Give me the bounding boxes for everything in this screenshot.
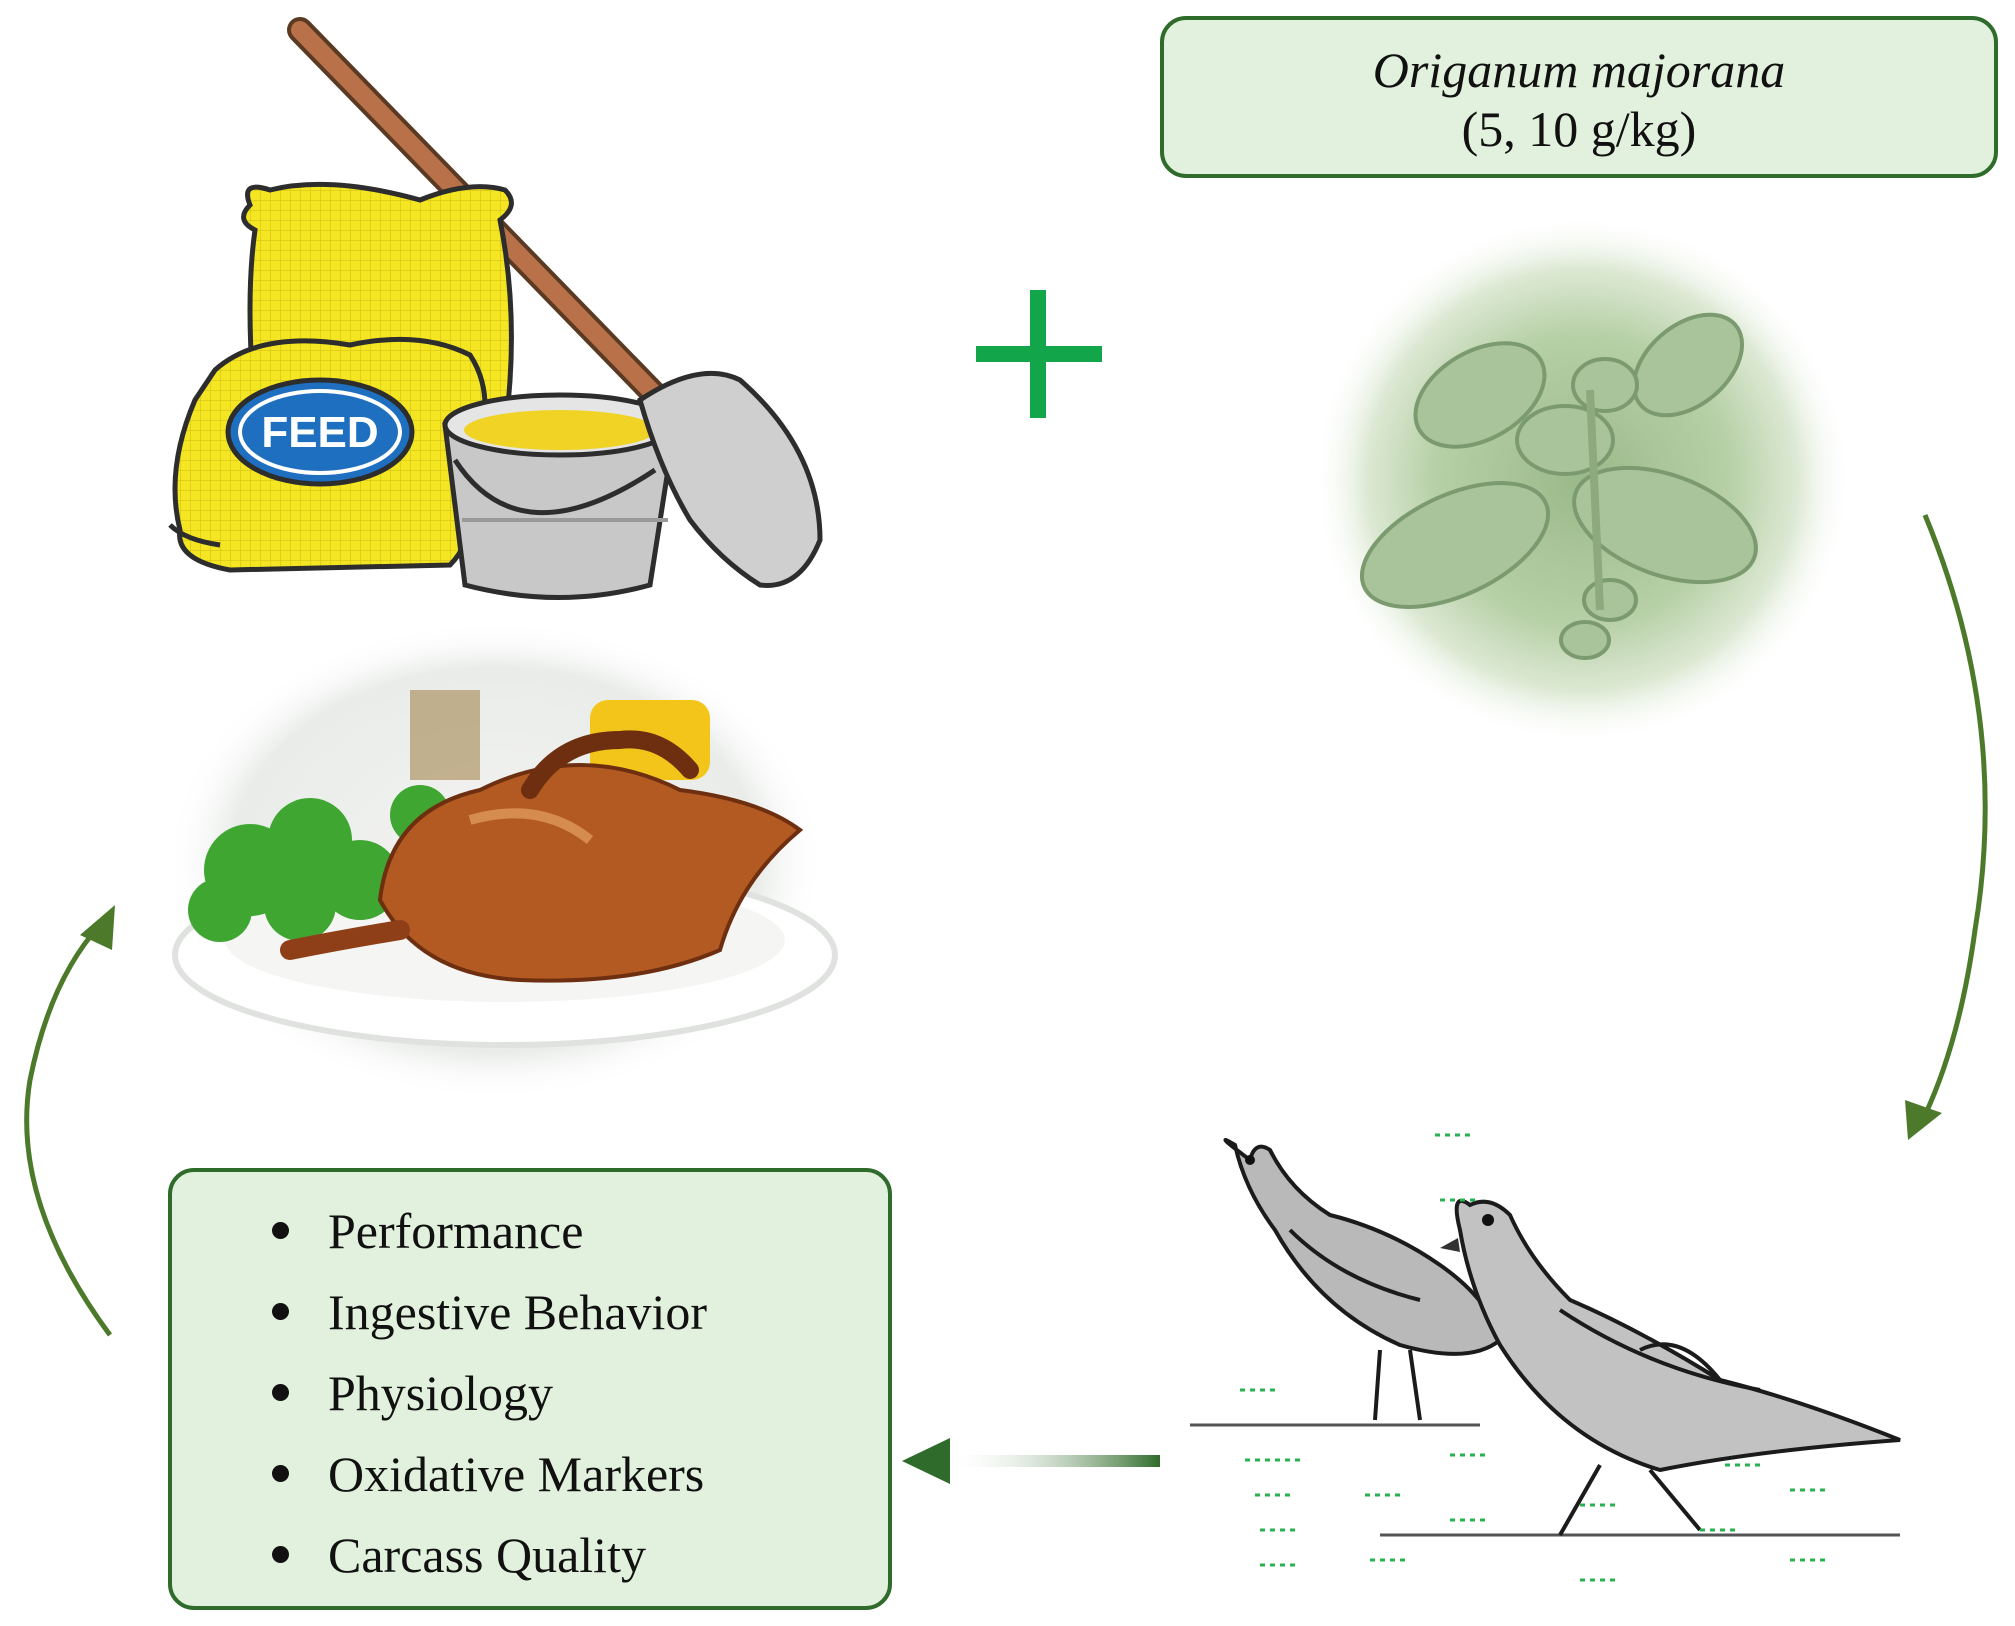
bullet-icon [272, 1465, 289, 1482]
pigeons-illustration [1190, 1133, 1901, 1582]
herb-treatment-box: Origanum majorana (5, 10 g/kg) [1160, 16, 1998, 178]
outcome-label: Physiology [328, 1365, 554, 1421]
outcome-label: Performance [328, 1203, 584, 1259]
outcomes-box: Performance Ingestive Behavior Physiolog… [168, 1168, 892, 1610]
plus-icon [976, 290, 1102, 418]
outcome-label: Ingestive Behavior [328, 1284, 708, 1340]
herb-name: Origanum majorana [1372, 42, 1786, 98]
bullet-icon [272, 1384, 289, 1401]
bullet-icon [272, 1546, 289, 1563]
marjoram-plant-image [1312, 215, 1852, 745]
feed-bag-bucket-shovel-icon [168, 17, 823, 600]
arrow-plant-to-pigeons [1905, 514, 1988, 1140]
roasted-pigeon-plate-image [165, 620, 838, 1100]
outcome-item: Carcass Quality [272, 1518, 707, 1599]
bullet-icon [272, 1222, 289, 1239]
feed-bag-label: FEED [261, 408, 378, 457]
arrow-pigeons-to-outcomes [902, 1438, 1160, 1484]
outcome-item: Ingestive Behavior [272, 1275, 707, 1356]
outcome-label: Carcass Quality [328, 1527, 646, 1583]
outcome-item: Physiology [272, 1356, 707, 1437]
outcomes-list: Performance Ingestive Behavior Physiolog… [272, 1194, 707, 1599]
herb-dose: (5, 10 g/kg) [1461, 101, 1697, 157]
bullet-icon [272, 1303, 289, 1320]
arrow-outcomes-to-roast [24, 905, 115, 1337]
outcome-label: Oxidative Markers [328, 1446, 705, 1502]
outcome-item: Oxidative Markers [272, 1437, 707, 1518]
outcome-item: Performance [272, 1194, 707, 1275]
